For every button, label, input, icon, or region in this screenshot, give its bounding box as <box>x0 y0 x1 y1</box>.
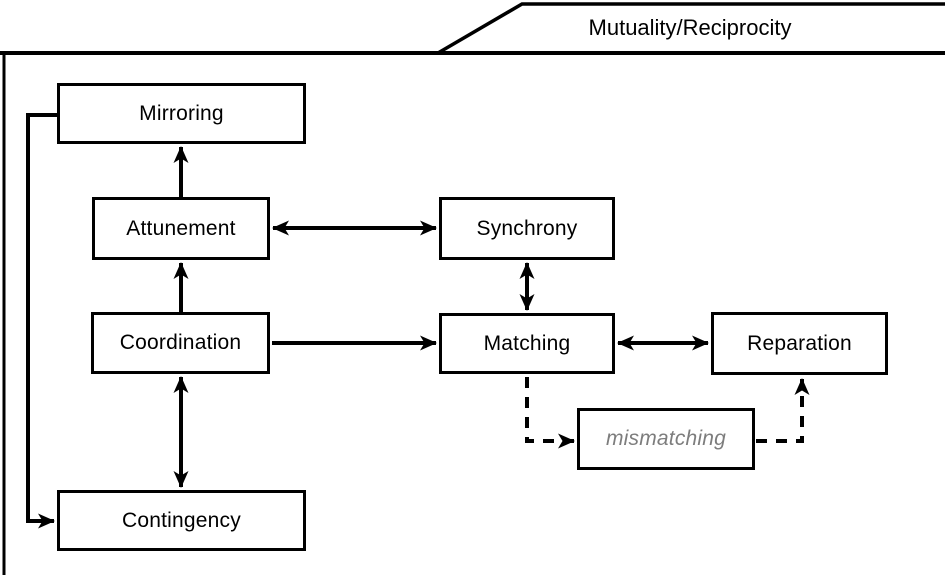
node-attunement: Attunement <box>92 197 270 260</box>
node-synchrony: Synchrony <box>439 197 615 260</box>
node-label: Attunement <box>126 216 236 240</box>
title-tab-outline <box>437 2 945 55</box>
node-reparation: Reparation <box>711 312 888 375</box>
node-label: Synchrony <box>476 216 578 240</box>
dashed-edges <box>525 377 810 449</box>
node-label: Contingency <box>122 508 241 532</box>
node-mismatching: mismatching <box>577 408 755 470</box>
node-mirroring: Mirroring <box>57 83 306 144</box>
solid-edges <box>26 113 709 529</box>
node-coordination: Coordination <box>91 312 270 374</box>
node-label: Reparation <box>747 331 852 355</box>
node-label: mismatching <box>605 427 727 450</box>
node-matching: Matching <box>439 313 615 374</box>
diagram-title: Mutuality/Reciprocity <box>588 15 792 40</box>
edge-mismatching-to-reparation <box>756 378 810 443</box>
node-label: Coordination <box>119 331 242 354</box>
edge-matching-to-mismatching <box>525 377 575 449</box>
node-label: Mirroring <box>139 101 224 125</box>
node-label: Matching <box>483 331 571 355</box>
edge-mirroring-to-contingency <box>26 113 57 529</box>
node-contingency: Contingency <box>57 490 306 551</box>
